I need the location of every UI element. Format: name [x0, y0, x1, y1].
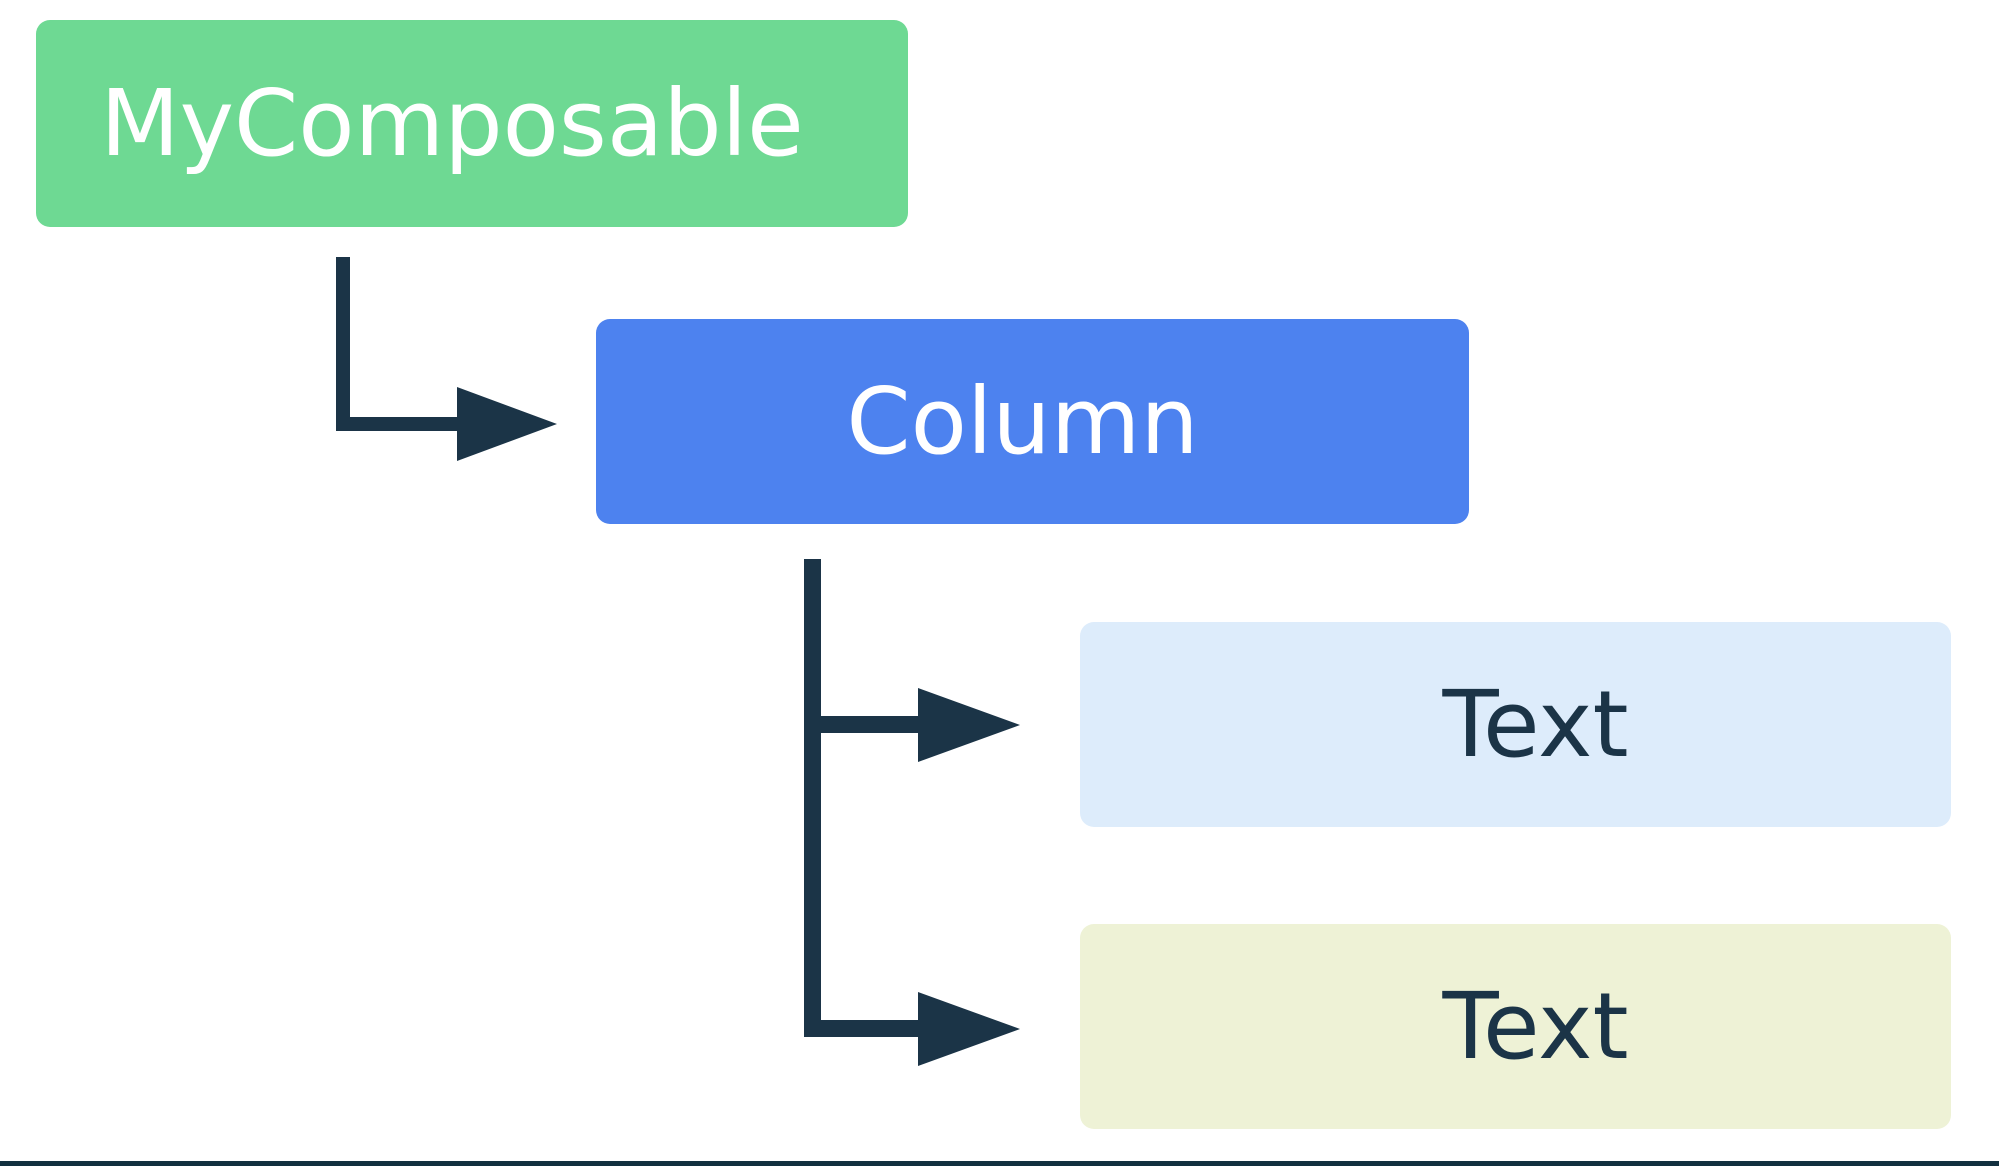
node-text-second[interactable]: Text	[1080, 924, 1951, 1129]
node-text-first[interactable]: Text	[1080, 622, 1951, 827]
edge-column-to-text-1	[804, 559, 1020, 1037]
node-column-label: Column	[846, 367, 1199, 475]
node-text-first-label: Text	[1442, 670, 1629, 778]
node-text-second-label: Text	[1442, 972, 1629, 1080]
bottom-divider	[0, 1161, 1999, 1166]
edge-column-to-text-2	[804, 992, 1020, 1066]
node-my-composable[interactable]: MyComposable	[36, 20, 908, 227]
node-my-composable-label: MyComposable	[100, 69, 804, 177]
node-column[interactable]: Column	[596, 319, 1469, 524]
edge-root-to-column	[336, 257, 557, 461]
